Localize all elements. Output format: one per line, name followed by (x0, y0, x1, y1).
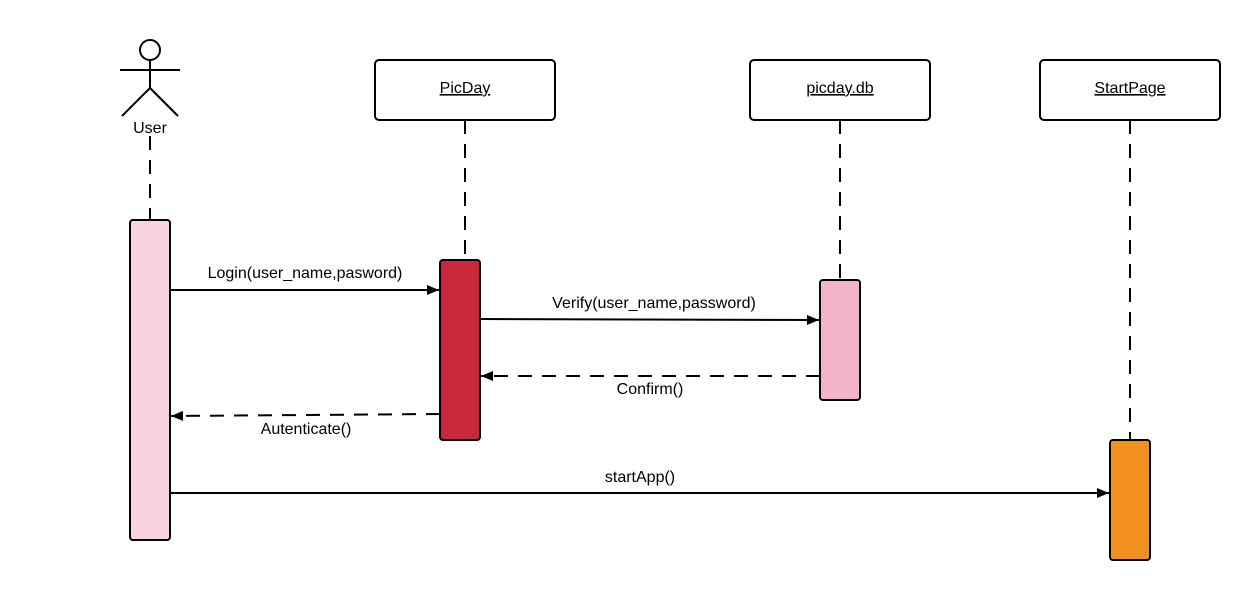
participant-label: picday.db (806, 80, 873, 97)
participant-label: PicDay (440, 80, 491, 97)
participant-picday: PicDay (374, 59, 556, 121)
participant-picday-db: picday.db (749, 59, 931, 121)
stick-figure-icon (120, 39, 180, 117)
message-label: Login(user_name,pasword) (208, 265, 403, 282)
activation-picday (439, 259, 481, 441)
participant-startpage: StartPage (1039, 59, 1221, 121)
activation-user (129, 219, 171, 541)
message-autenticate: Autenticate() (170, 410, 441, 438)
activation-picday-db (819, 279, 861, 401)
message-login: Login(user_name,pasword) (170, 265, 439, 295)
message-verify: Verify(user_name,password) (479, 295, 820, 325)
message-label: Autenticate() (261, 421, 352, 438)
participant-label: StartPage (1094, 80, 1165, 97)
message-label: startApp() (605, 469, 675, 486)
message-label: Verify(user_name,password) (552, 295, 756, 312)
message-confirm: Confirm() (481, 371, 820, 398)
message-label: Confirm() (617, 381, 684, 398)
activation-startpage (1109, 439, 1151, 561)
actor-label: User (133, 120, 167, 137)
message-startapp: startApp() (170, 469, 1109, 498)
actor-user: User (120, 39, 180, 137)
